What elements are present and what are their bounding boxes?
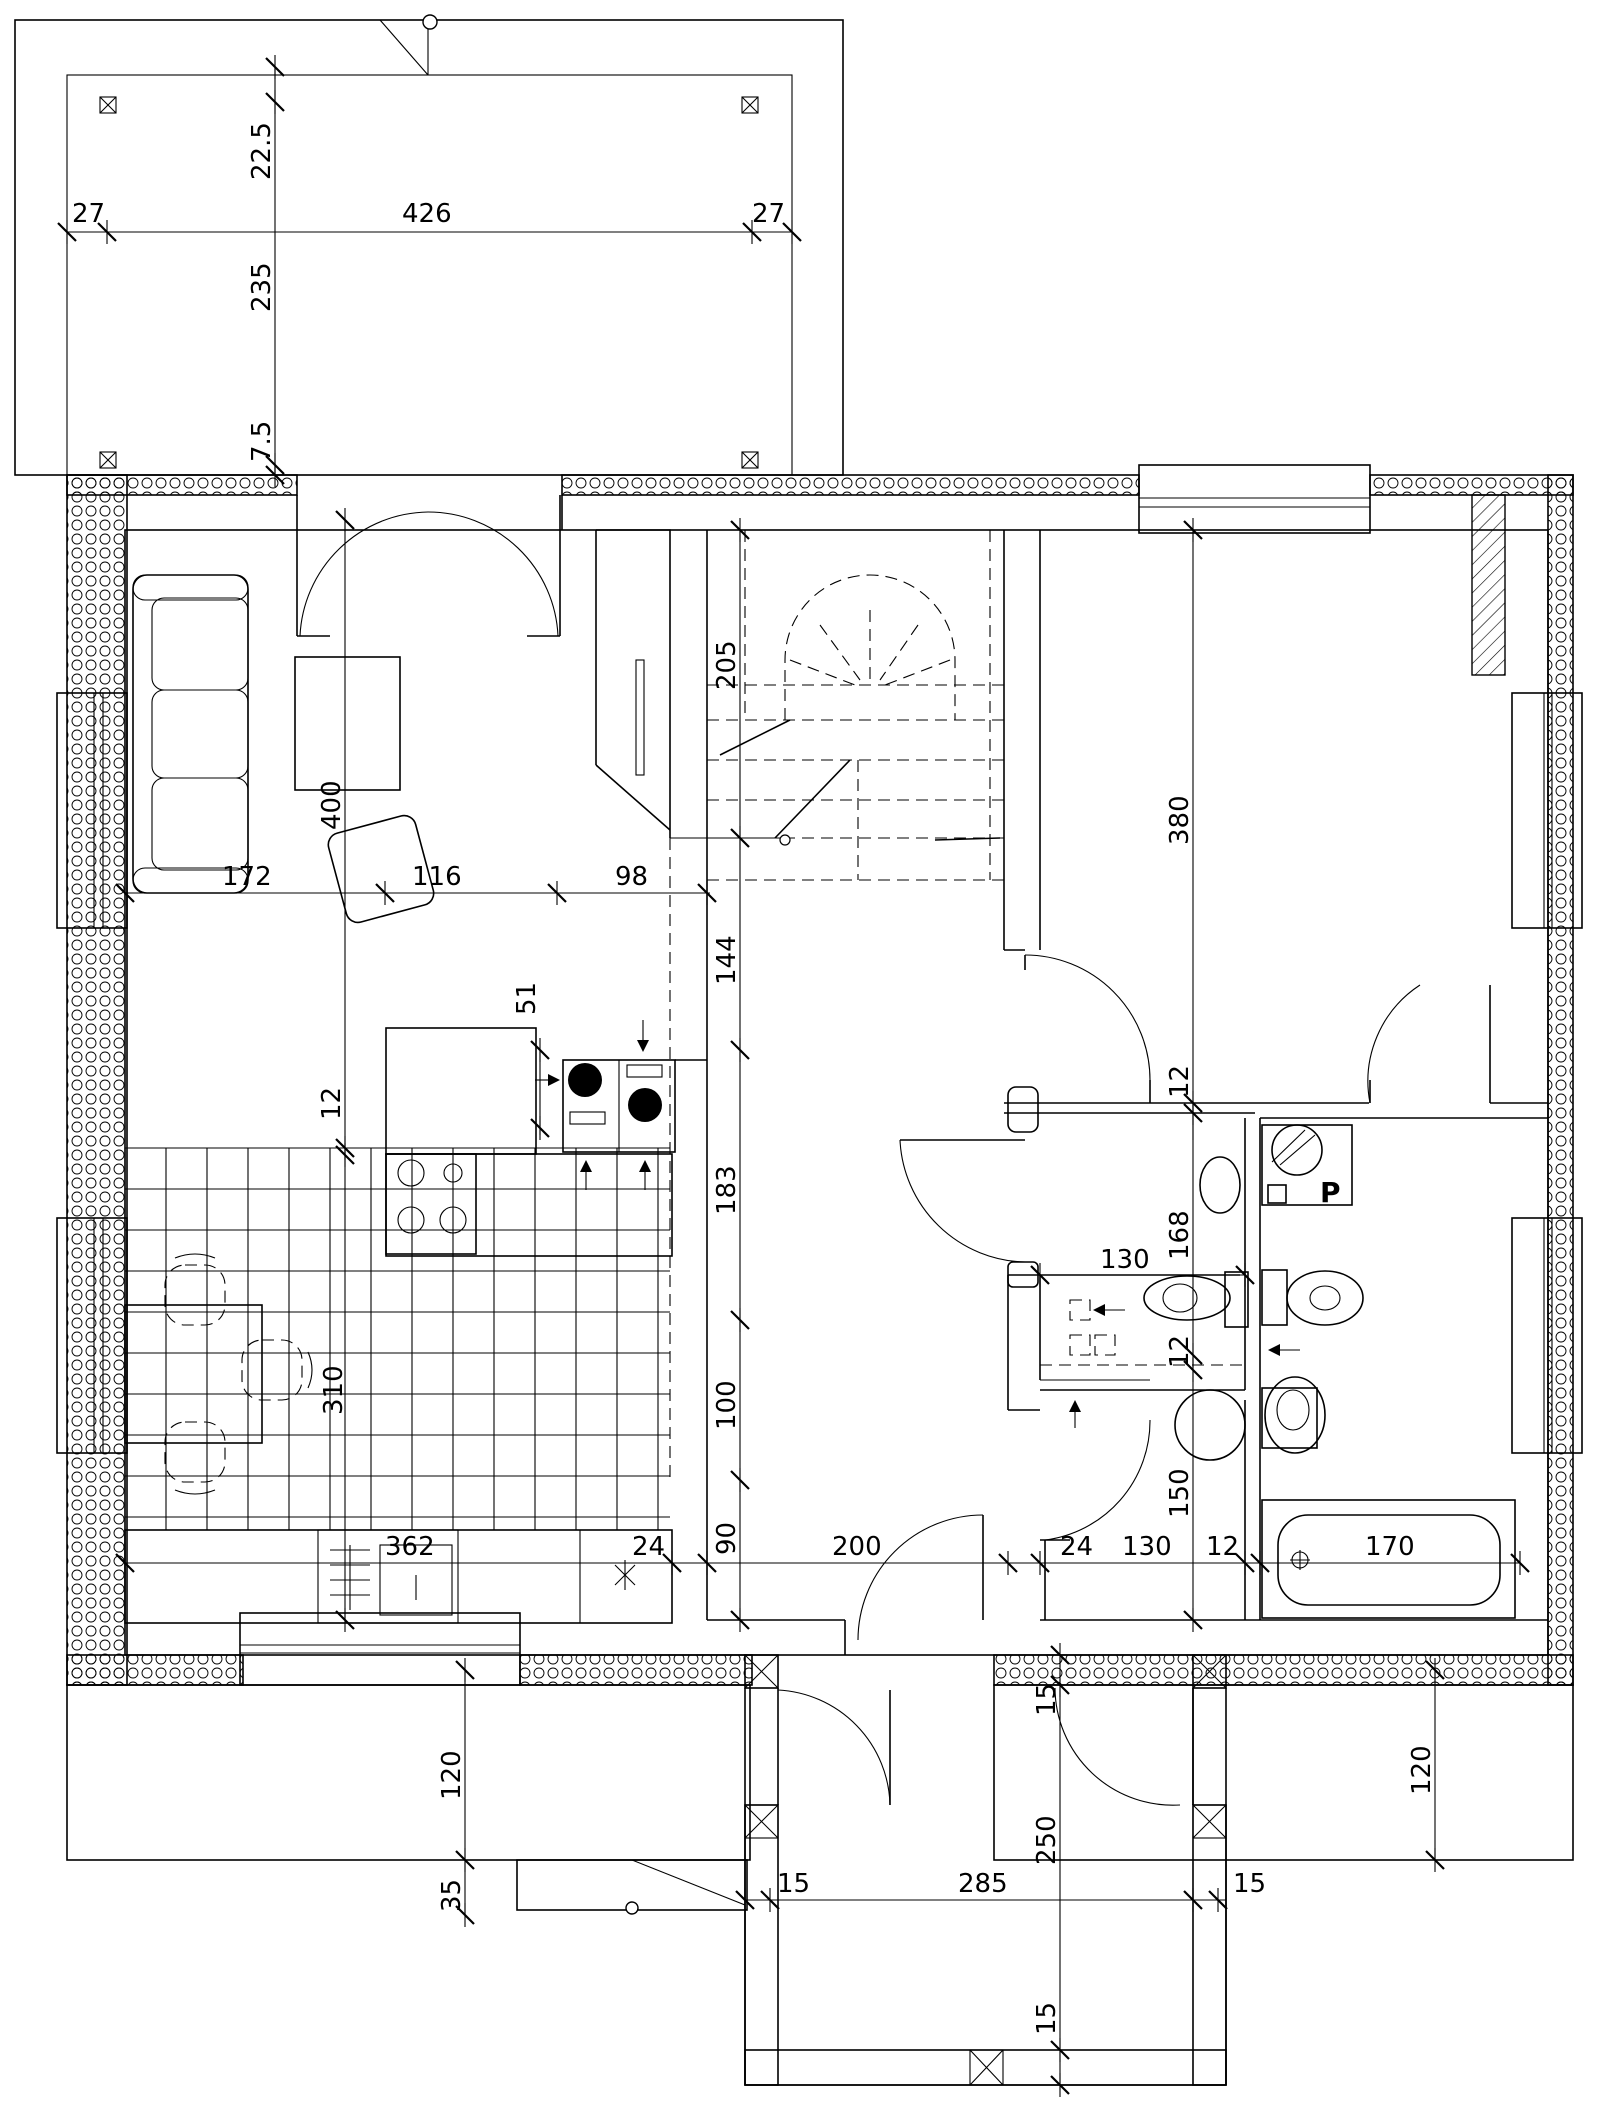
terrace-top: [14, 14, 844, 476]
dimension-lines: [125, 520, 1520, 2090]
dim-porch-285: 285: [958, 1869, 1008, 1899]
dim-vest-15-bottom: 15: [1032, 2002, 1062, 2035]
dim-kitchen-51: 51: [512, 982, 542, 1015]
dim-living-depth: 400: [317, 780, 347, 830]
dim-dining-310: 310: [319, 1365, 349, 1415]
dim-bath-170: 170: [1365, 1532, 1415, 1562]
dim-bottom-24: 24: [632, 1532, 665, 1562]
entrance-porch: [66, 1654, 1574, 2086]
terrace-door: [296, 495, 561, 637]
staircase: [706, 530, 1005, 1620]
dim-bottom-362: 362: [385, 1532, 435, 1562]
dim-corridor-100: 100: [712, 1380, 742, 1430]
dim-wall-12b: 12: [1165, 1335, 1195, 1368]
dim-corridor-144: 144: [712, 935, 742, 985]
coffee-table: [294, 656, 401, 791]
dim-stair-len: 205: [712, 640, 742, 690]
dim-terrace-left: 27: [72, 199, 105, 229]
hall-wardrobe: [561, 495, 780, 1478]
dim-terrace-top: 22.5: [247, 122, 277, 180]
dim-corridor-183: 183: [712, 1165, 742, 1215]
interior-doors: [844, 949, 1548, 1655]
windows: [56, 464, 1583, 1686]
sink-counter: [124, 1529, 673, 1624]
dim-living-w3: 98: [615, 862, 648, 892]
bathroom-fixtures: [1040, 1124, 1516, 1619]
dim-porch-120-right: 120: [1407, 1745, 1437, 1795]
dim-porch-120-left: 120: [437, 1750, 467, 1800]
dim-room-380: 380: [1165, 795, 1195, 845]
dim-wall-12a: 12: [1165, 1065, 1195, 1098]
dim-kitchen-12: 12: [317, 1087, 347, 1120]
dimension-ticks: [57, 55, 1530, 2097]
dim-terrace-depth: 235: [247, 262, 277, 312]
ventilation-arrows: [535, 1020, 1300, 1428]
dim-wc-168: 168: [1165, 1210, 1195, 1260]
dim-porch-15a: 15: [777, 1869, 810, 1899]
boiler-label: P: [1320, 1176, 1341, 1209]
dim-vest-250: 250: [1032, 1815, 1062, 1865]
dim-bath-24: 24: [1060, 1532, 1093, 1562]
dim-terrace-bottom: 7.5: [247, 421, 277, 462]
dimension-labels: 27 426 27 22.5 235 7.5 400 172 116 98 20…: [72, 122, 1437, 2035]
dim-bath-12: 12: [1206, 1532, 1239, 1562]
chimney-flues: [562, 1059, 707, 1153]
dim-living-w2: 116: [412, 862, 462, 892]
room-partitions: [707, 530, 1548, 1621]
dim-porch-35: 35: [437, 1879, 467, 1912]
kitchen-counter: [385, 1027, 673, 1257]
dining-table: [124, 1253, 313, 1495]
dim-terrace-right: 27: [752, 199, 785, 229]
dim-hall-200: 200: [832, 1532, 882, 1562]
dim-bath-150: 150: [1165, 1468, 1195, 1518]
dim-wc-130: 130: [1100, 1245, 1150, 1275]
dim-living-w1: 172: [222, 862, 272, 892]
armchair: [327, 814, 435, 924]
dim-terrace-width: 426: [402, 199, 452, 229]
dim-vest-15-top: 15: [1032, 1683, 1062, 1716]
dim-bath-130: 130: [1122, 1532, 1172, 1562]
dim-porch-15b: 15: [1233, 1869, 1266, 1899]
exterior-walls: [66, 474, 1574, 1686]
sofa: [132, 574, 249, 894]
dim-corridor-90: 90: [712, 1522, 742, 1555]
floor-tiles: [124, 1147, 670, 1530]
